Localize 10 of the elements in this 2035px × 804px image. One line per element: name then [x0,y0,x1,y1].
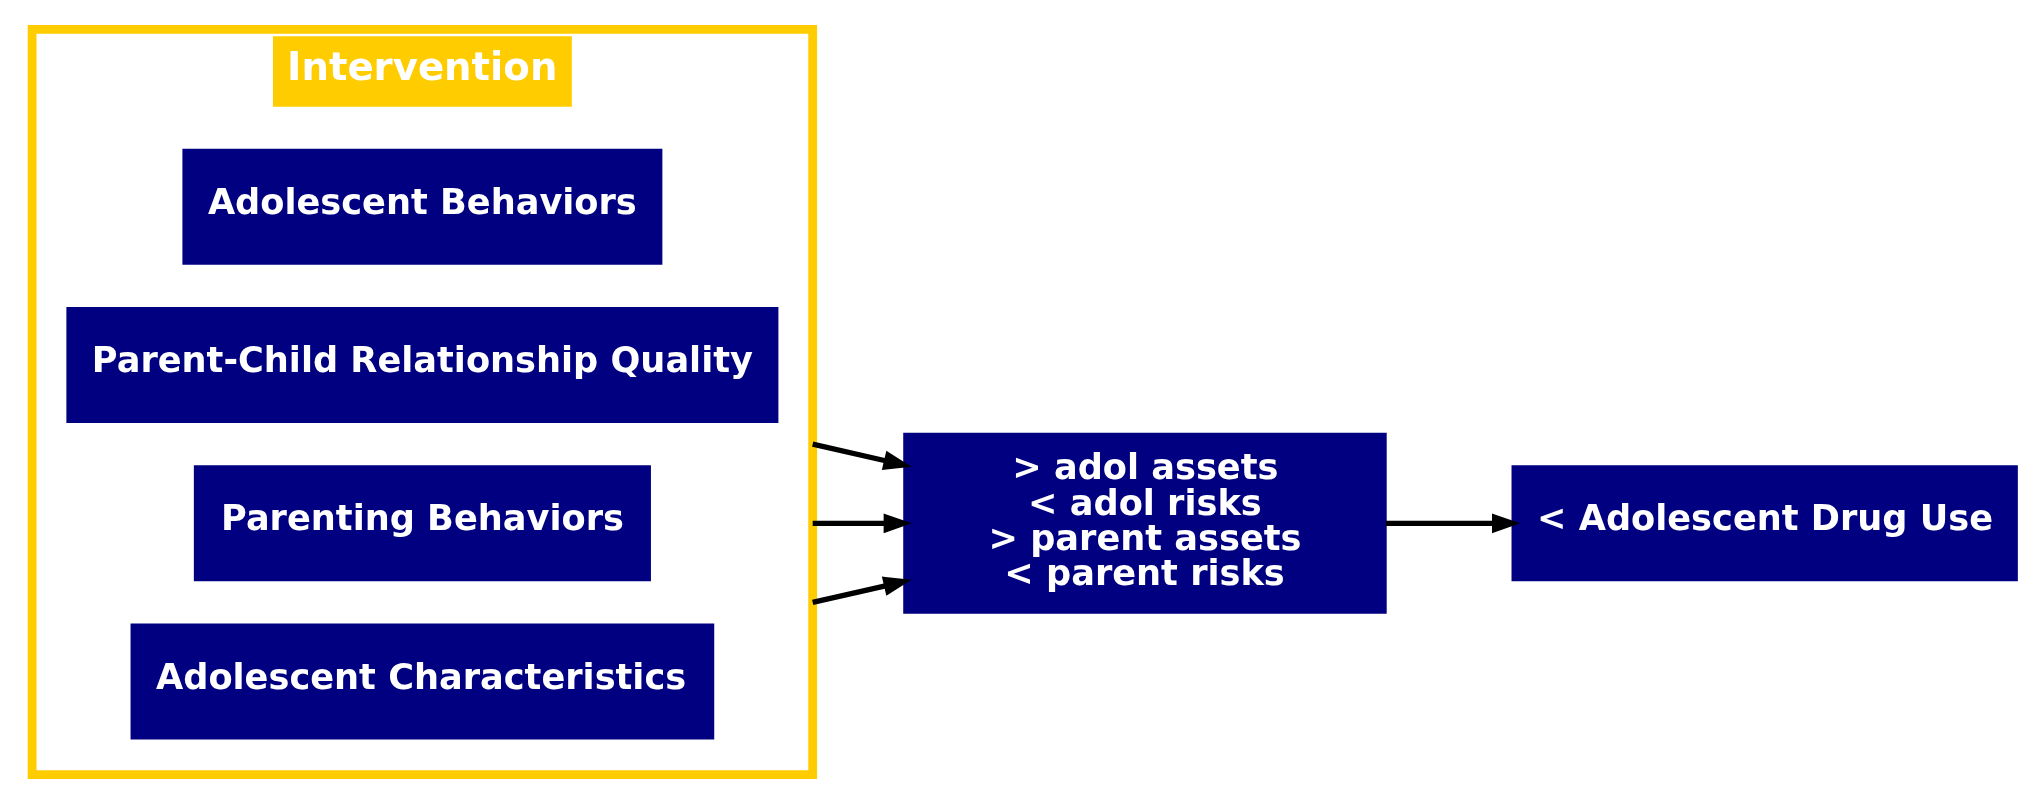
node-box: > adol assets < adol risks > parent assets < parent risks [903,432,1387,614]
node-box: Adolescent Behaviors [182,148,663,265]
node-box: Parent-Child Relationship Quality [66,307,779,424]
node-box: Adolescent Characteristics [130,623,715,740]
arrow [812,513,912,534]
node-box: Parenting Behaviors [193,465,651,582]
arrow [812,576,912,605]
arrow [812,441,912,470]
arrow [1385,513,1521,534]
node-box: < Adolescent Drug Use [1511,465,2018,582]
